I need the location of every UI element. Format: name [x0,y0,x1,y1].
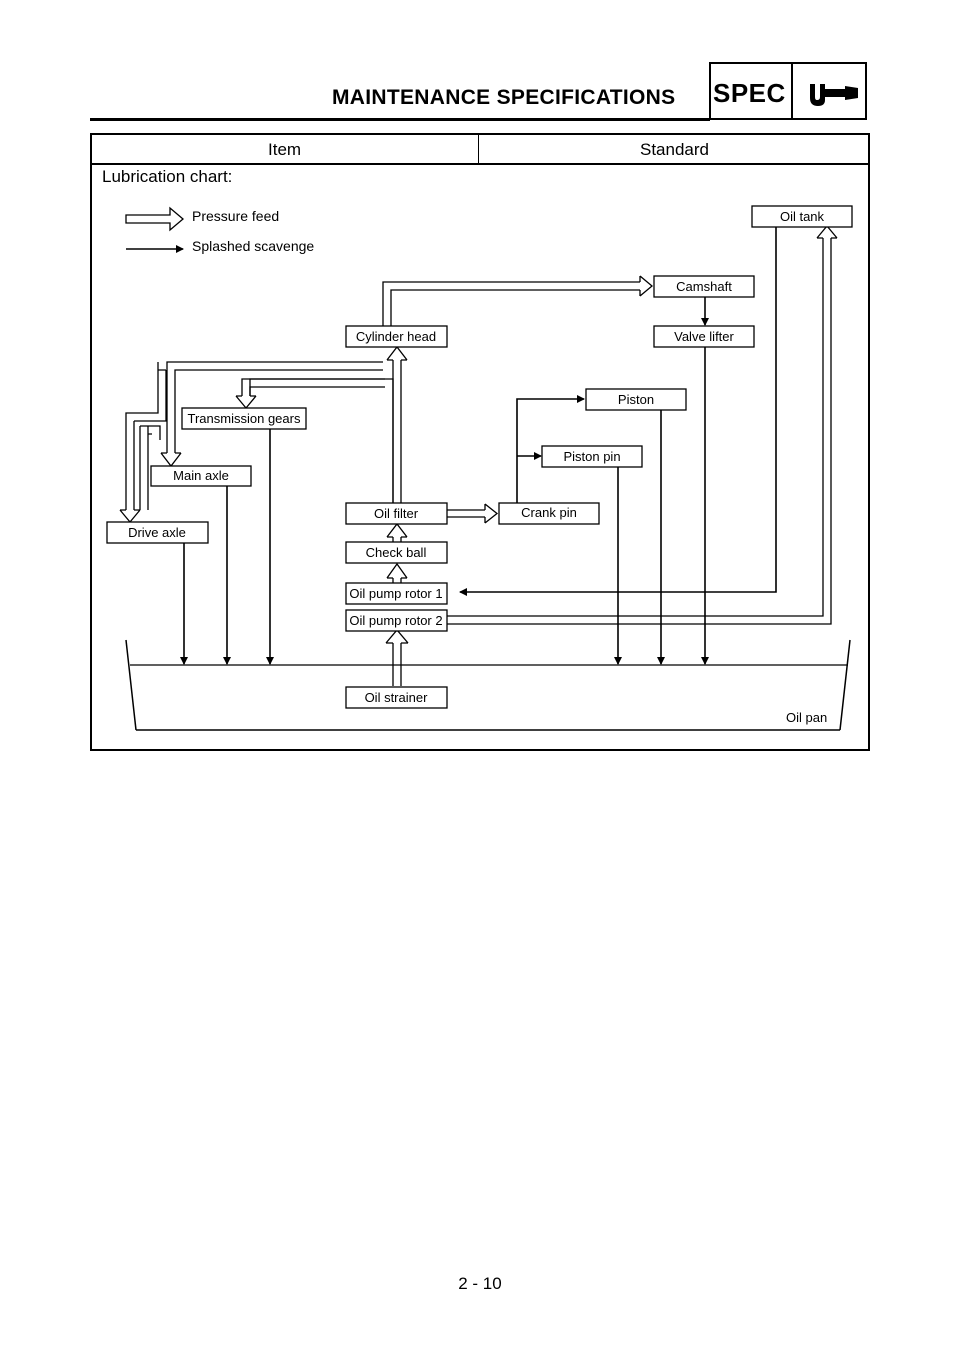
spec-badge [709,62,867,120]
column-header-standard: Standard [640,140,709,159]
component-crank-pin: Crank pin [498,502,600,525]
pressure-feed-lines [119,224,838,686]
oil-pan: Oil pan [125,639,851,731]
legend: Pressure feed Splashed scavenge [125,206,314,254]
legend-pressure-arrow [125,206,185,232]
svg-text:Cylinder head: Cylinder head [356,329,436,344]
svg-text:Oil pump rotor 1: Oil pump rotor 1 [349,586,442,601]
svg-text:Camshaft: Camshaft [676,279,732,294]
table-header-row [90,133,870,165]
spec-badge-divider [791,62,793,120]
component-drive-axle: Drive axle [106,521,209,544]
chart-label: Lubrication chart: [102,167,233,186]
wrench-icon [810,84,858,106]
component-piston-pin: Piston pin [541,445,643,468]
legend-splash-label: Splashed scavenge [192,238,314,254]
oil-pan-label: Oil pan [786,710,827,725]
svg-text:Check ball: Check ball [366,545,427,560]
page-title: MAINTENANCE SPECIFICATIONS [332,86,676,109]
svg-text:Crank pin: Crank pin [521,505,577,520]
component-oil-tank: Oil tank [751,205,853,228]
legend-pressure-label: Pressure feed [192,208,279,224]
component-oil-pump-rotor-2: Oil pump rotor 2 [345,609,448,632]
spec-badge-label: SPEC [713,78,786,108]
svg-text:Oil pump rotor 2: Oil pump rotor 2 [349,613,442,628]
svg-text:Drive axle: Drive axle [128,525,186,540]
header-rule [90,118,710,121]
component-piston: Piston [585,388,687,411]
component-camshaft: Camshaft [653,275,755,298]
table-header-divider [478,135,479,164]
svg-text:Valve lifter: Valve lifter [674,329,734,344]
svg-text:Piston pin: Piston pin [563,449,620,464]
column-header-item: Item [268,140,302,159]
page-number: 2 - 10 [458,1274,502,1293]
component-valve-lifter: Valve lifter [653,325,755,348]
svg-text:Transmission gears: Transmission gears [188,411,301,426]
splash-scavenge-lines [180,227,777,665]
lubrication-chart: Pressure feed Splashed scavenge Oil pan [106,205,853,731]
component-check-ball: Check ball [345,541,448,564]
svg-text:Oil strainer: Oil strainer [365,690,429,705]
component-oil-pump-rotor-1: Oil pump rotor 1 [345,582,448,605]
component-transmission-gears: Transmission gears [181,407,307,430]
component-main-axle: Main axle [150,465,252,487]
svg-text:Piston: Piston [618,392,654,407]
component-oil-filter: Oil filter [345,502,448,525]
svg-text:Oil filter: Oil filter [374,506,419,521]
svg-text:Oil tank: Oil tank [780,209,825,224]
component-oil-strainer: Oil strainer [345,686,448,709]
svg-text:Main axle: Main axle [173,468,229,483]
component-cylinder-head: Cylinder head [345,325,448,348]
spec-table [90,133,870,751]
